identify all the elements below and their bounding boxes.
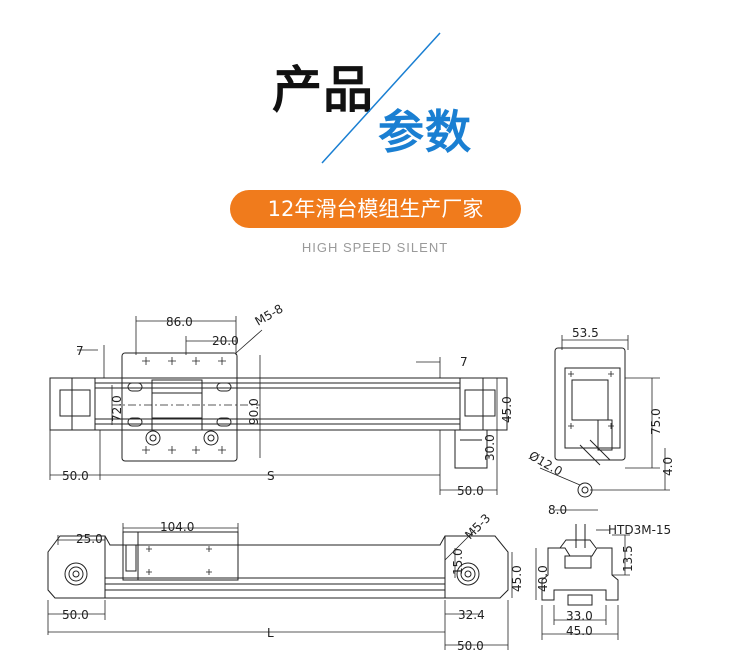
dim-side-32: 32.4: [458, 608, 485, 622]
dim-side-length: L: [267, 626, 274, 640]
dim-side-15: 15.0: [451, 548, 465, 575]
dim-end-dia: Ø12.0: [527, 448, 565, 478]
dim-end-4: 4.0: [661, 457, 675, 476]
dim-top-right-50: 50.0: [457, 484, 484, 498]
dim-profile-45: 45.0: [566, 624, 593, 638]
dim-top-86: 86.0: [166, 315, 193, 329]
dim-top-stroke: S: [267, 469, 275, 483]
end-view-dimensions: [539, 335, 670, 511]
dim-end-75: 75.0: [649, 408, 663, 435]
banner-pill: 12年滑台模组生产厂家: [230, 190, 521, 228]
dim-top-72: 72.0: [110, 395, 124, 422]
end-view: [554, 347, 626, 498]
profile-view: [541, 524, 619, 606]
side-view-dimensions: [47, 523, 513, 650]
dim-side-thread: M5-3: [462, 511, 493, 542]
dim-side-45: 45.0: [510, 565, 524, 592]
dim-top-right-7: 7: [460, 355, 468, 369]
side-view: [47, 531, 509, 599]
title-slash: [321, 32, 441, 164]
dim-profile-40: 40.0: [536, 565, 550, 592]
dim-end-53: 53.5: [572, 326, 599, 340]
dim-side-right-50: 50.0: [457, 639, 484, 653]
dim-profile-13: 13.5: [621, 545, 635, 572]
dim-end-8: 8.0: [548, 503, 567, 517]
dim-side-25: 25.0: [76, 532, 103, 546]
dim-top-45: 45.0: [500, 396, 514, 423]
dim-profile-33: 33.0: [566, 609, 593, 623]
dim-profile-belt: HTD3M-15: [608, 523, 671, 537]
dim-top-left-7: 7: [76, 344, 84, 358]
dim-top-left-50: 50.0: [62, 469, 89, 483]
top-view: [49, 352, 508, 469]
banner-subtitle: HIGH SPEED SILENT: [301, 240, 449, 255]
title-main: 产品: [272, 61, 374, 119]
dim-top-20: 20.0: [212, 334, 239, 348]
title-sub: 参数: [378, 105, 472, 159]
dim-top-30: 30.0: [483, 434, 497, 461]
dim-top-90: 90.0: [247, 398, 261, 425]
top-view-dimensions: [49, 316, 503, 495]
dim-side-104: 104.0: [160, 520, 194, 534]
dim-side-left-50: 50.0: [62, 608, 89, 622]
profile-dimensions: [535, 529, 630, 640]
dim-top-thread: M5-8: [253, 301, 286, 328]
